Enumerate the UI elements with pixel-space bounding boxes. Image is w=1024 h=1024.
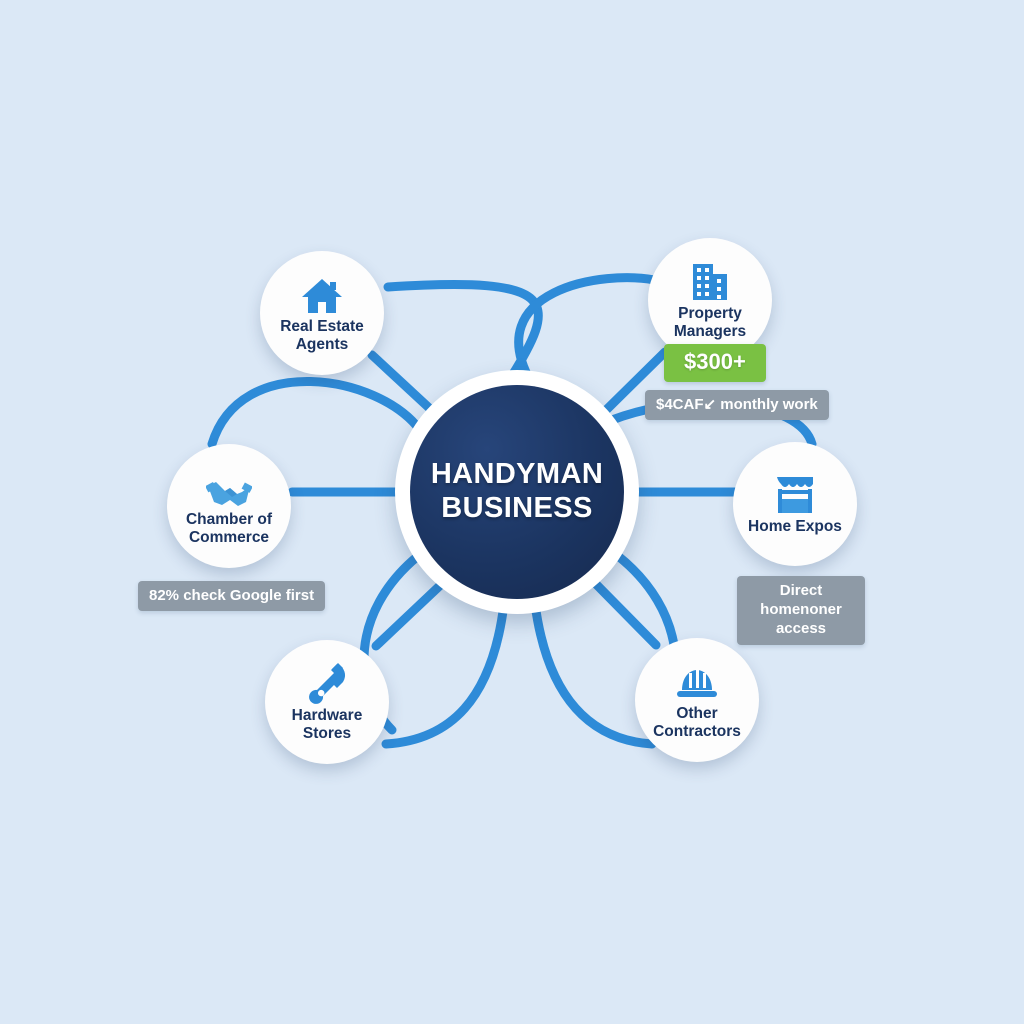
node-label-real-estate-agents: Real Estate Agents — [280, 317, 364, 353]
badge-property-managers-note: $4CAF↙ monthly work — [645, 390, 829, 421]
connector-hub-hardware-straight — [371, 573, 453, 651]
node-chamber-of-commerce[interactable]: Chamber of Commerce — [167, 444, 291, 568]
market-stall-icon — [772, 473, 818, 515]
office-building-icon — [687, 260, 733, 302]
hard-hat-icon — [674, 660, 720, 702]
hub-title-line-1: HANDYMAN — [430, 458, 604, 491]
hub-inner-circle: HANDYMAN BUSINESS — [410, 385, 624, 599]
hub-title-line-2: BUSINESS — [441, 492, 593, 524]
badge-home-expos-note: Direct homenoner access — [737, 576, 865, 645]
connector-hub-bottom-right-arc — [530, 599, 657, 749]
node-label-hardware-stores: Hardware Stores — [291, 706, 363, 742]
wrench-icon — [304, 662, 350, 704]
handyman-business-hub[interactable]: HANDYMAN BUSINESS — [395, 370, 639, 614]
connector-hub-bottom-left-arc — [381, 599, 509, 749]
connector-hub-chamber-arc — [207, 377, 425, 449]
badge-property-managers-value: $300+ — [664, 344, 766, 382]
node-label-chamber-of-commerce: Chamber of Commerce — [185, 510, 273, 546]
connector-hub-property-straight — [591, 347, 670, 425]
node-hardware-stores[interactable]: Hardware Stores — [265, 640, 389, 764]
connector-hub-real-estate-arc — [383, 280, 543, 387]
node-other-contractors[interactable]: Other Contractors — [635, 638, 759, 762]
house-icon — [299, 273, 345, 315]
node-property-managers[interactable]: Property Managers — [648, 238, 772, 362]
node-label-property-managers: Property Managers — [673, 304, 747, 340]
node-label-home-expos: Home Expos — [748, 517, 842, 535]
handshake-icon — [206, 466, 252, 508]
node-home-expos[interactable]: Home Expos — [733, 442, 857, 566]
connector-hub-property-arc — [514, 273, 665, 387]
connector-hub-contractors-straight — [585, 573, 661, 650]
node-real-estate-agents[interactable]: Real Estate Agents — [260, 251, 384, 375]
node-label-other-contractors: Other Contractors — [653, 704, 741, 740]
badge-chamber-note: 82% check Google first — [138, 581, 326, 612]
